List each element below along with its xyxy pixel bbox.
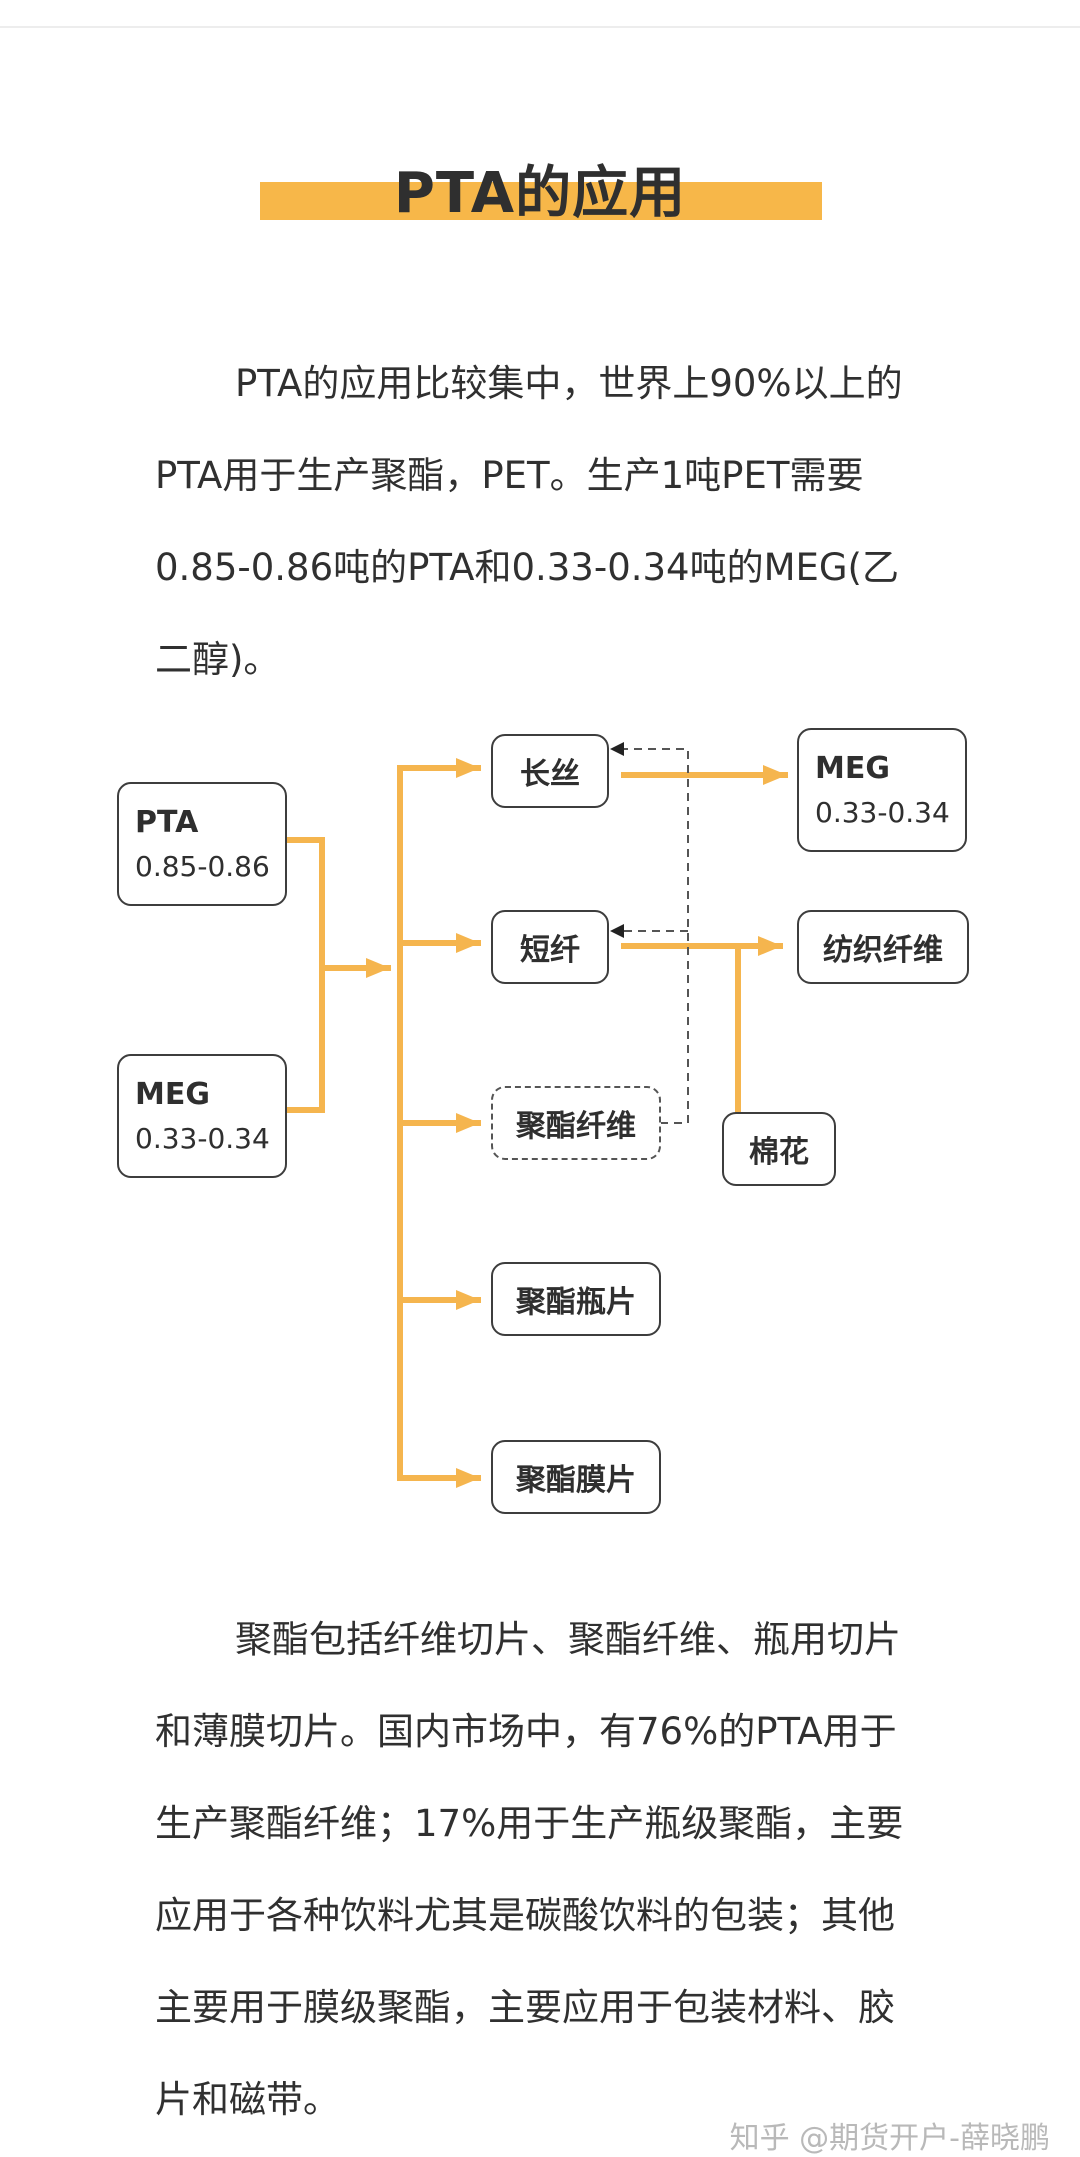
filament-label: 长丝 (520, 757, 580, 792)
page-title: PTA的应用 (393, 161, 687, 226)
title-highlight-bar (260, 182, 822, 220)
meg-output-value: 0.33-0.34 (815, 796, 950, 829)
meg-output-label: MEG (815, 751, 890, 786)
meg-input-value: 0.33-0.34 (135, 1122, 270, 1155)
polyester-fiber-box: 聚酯纤维 (491, 1086, 661, 1160)
watermark: 知乎 @期货开户-薛晓鹏 (729, 2121, 1050, 2156)
bottle-chip-label: 聚酯瓶片 (516, 1285, 636, 1320)
meg-output-box: MEG 0.33-0.34 (797, 728, 967, 852)
staple-fiber-label: 短纤 (520, 933, 580, 968)
top-divider (0, 26, 1080, 28)
dashed-feedback-lines (610, 742, 689, 1124)
pta-value: 0.85-0.86 (135, 850, 270, 883)
meg-input-box: MEG 0.33-0.34 (117, 1054, 287, 1178)
polyester-paragraph: 聚酯包括纤维切片、聚酯纤维、瓶用切片和薄膜切片。国内市场中，有76%的PTA用于… (155, 1594, 915, 2146)
polyester-text: 聚酯包括纤维切片、聚酯纤维、瓶用切片和薄膜切片。国内市场中，有76%的PTA用于… (155, 1618, 904, 2121)
textile-fiber-label: 纺织纤维 (823, 933, 943, 968)
staple-fiber-box: 短纤 (491, 910, 609, 984)
pta-input-box: PTA 0.85-0.86 (117, 782, 287, 906)
orange-connectors (283, 758, 788, 1488)
film-chip-box: 聚酯膜片 (491, 1440, 661, 1514)
cotton-label: 棉花 (749, 1135, 809, 1170)
intro-text: PTA的应用比较集中，世界上90%以上的PTA用于生产聚酯，PET。生产1吨PE… (155, 362, 903, 681)
film-chip-label: 聚酯膜片 (516, 1463, 636, 1498)
intro-paragraph: PTA的应用比较集中，世界上90%以上的PTA用于生产聚酯，PET。生产1吨PE… (155, 338, 915, 706)
pta-label: PTA (135, 805, 199, 840)
meg-input-label: MEG (135, 1077, 210, 1112)
filament-box: 长丝 (491, 734, 609, 808)
bottle-chip-box: 聚酯瓶片 (491, 1262, 661, 1336)
polyester-fiber-label: 聚酯纤维 (516, 1109, 636, 1144)
cotton-box: 棉花 (722, 1112, 836, 1186)
textile-fiber-box: 纺织纤维 (797, 910, 969, 984)
